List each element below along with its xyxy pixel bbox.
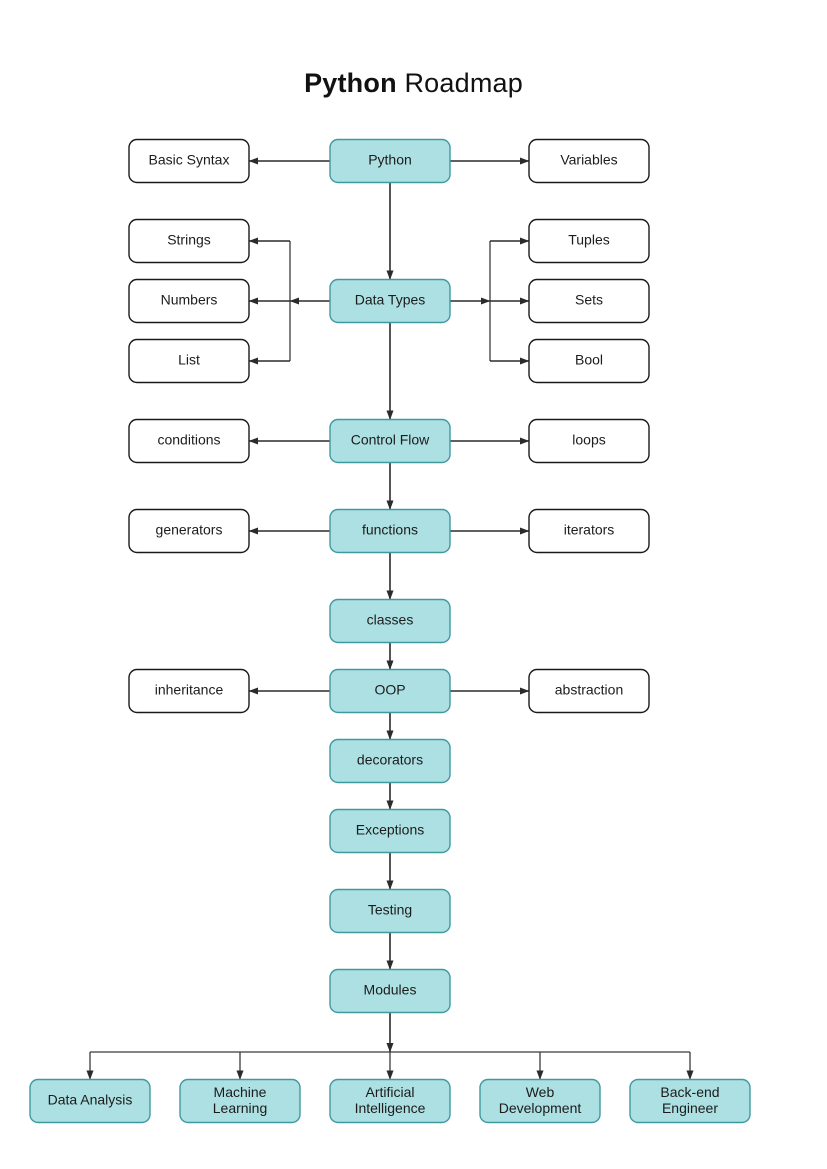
node-box[interactable] [329, 138, 451, 184]
node-box[interactable] [329, 738, 451, 784]
node-box[interactable] [479, 1078, 601, 1124]
node-box[interactable] [179, 1078, 301, 1124]
node-box[interactable] [528, 278, 650, 324]
node-label: loops [572, 432, 605, 448]
node-label: inheritance [155, 682, 224, 698]
node-data_types[interactable]: Data Types [329, 278, 451, 324]
node-tuples[interactable]: Tuples [528, 218, 650, 264]
node-generators[interactable]: generators [128, 508, 250, 554]
node-label: Strings [167, 232, 211, 248]
node-label: Exceptions [356, 822, 424, 838]
node-exceptions[interactable]: Exceptions [329, 808, 451, 854]
node-box[interactable] [528, 418, 650, 464]
node-inheritance[interactable]: inheritance [128, 668, 250, 714]
node-label: iterators [564, 522, 615, 538]
node-abstraction[interactable]: abstraction [528, 668, 650, 714]
node-label: functions [362, 522, 418, 538]
node-box[interactable] [128, 338, 250, 384]
node-box[interactable] [329, 808, 451, 854]
page-title: Python Roadmap [0, 68, 827, 99]
node-classes[interactable]: classes [329, 598, 451, 644]
node-decorators[interactable]: decorators [329, 738, 451, 784]
node-label: Variables [560, 152, 617, 168]
node-box[interactable] [329, 508, 451, 554]
node-box[interactable] [128, 218, 250, 264]
node-numbers[interactable]: Numbers [128, 278, 250, 324]
node-box[interactable] [528, 218, 650, 264]
node-box[interactable] [329, 418, 451, 464]
node-label: Bool [575, 352, 603, 368]
node-functions[interactable]: functions [329, 508, 451, 554]
node-label: Control Flow [351, 432, 430, 448]
node-box[interactable] [329, 968, 451, 1014]
node-box[interactable] [528, 508, 650, 554]
node-box[interactable] [128, 508, 250, 554]
node-label: classes [367, 612, 414, 628]
node-loops[interactable]: loops [528, 418, 650, 464]
node-box[interactable] [128, 138, 250, 184]
node-box[interactable] [329, 888, 451, 934]
node-list[interactable]: List [128, 338, 250, 384]
node-box[interactable] [329, 598, 451, 644]
node-modules[interactable]: Modules [329, 968, 451, 1014]
node-strings[interactable]: Strings [128, 218, 250, 264]
node-label: Data Types [355, 292, 426, 308]
node-python[interactable]: Python [329, 138, 451, 184]
node-label: conditions [157, 432, 220, 448]
node-conditions[interactable]: conditions [128, 418, 250, 464]
node-box[interactable] [29, 1078, 151, 1124]
node-label: Numbers [161, 292, 218, 308]
node-box[interactable] [329, 278, 451, 324]
node-box[interactable] [528, 138, 650, 184]
node-box[interactable] [528, 338, 650, 384]
node-label: OOP [374, 682, 405, 698]
node-box[interactable] [329, 668, 451, 714]
node-label: List [178, 352, 200, 368]
node-basic_syntax[interactable]: Basic Syntax [128, 138, 250, 184]
node-data_analysis[interactable]: Data Analysis [29, 1078, 151, 1124]
node-label: Modules [364, 982, 417, 998]
node-box[interactable] [128, 418, 250, 464]
node-box[interactable] [128, 278, 250, 324]
node-label: decorators [357, 752, 423, 768]
node-bool[interactable]: Bool [528, 338, 650, 384]
title-bold-part: Python [304, 68, 397, 98]
node-label: Tuples [568, 232, 610, 248]
title-rest-part: Roadmap [396, 68, 523, 98]
node-variables[interactable]: Variables [528, 138, 650, 184]
node-box[interactable] [329, 1078, 451, 1124]
node-box[interactable] [528, 668, 650, 714]
node-label: generators [156, 522, 223, 538]
node-oop[interactable]: OOP [329, 668, 451, 714]
node-testing[interactable]: Testing [329, 888, 451, 934]
node-label: Python [368, 152, 412, 168]
node-label: Basic Syntax [149, 152, 230, 168]
node-label: Sets [575, 292, 603, 308]
node-label: Testing [368, 902, 412, 918]
node-label: abstraction [555, 682, 623, 698]
node-box[interactable] [629, 1078, 751, 1124]
node-control_flow[interactable]: Control Flow [329, 418, 451, 464]
node-label: Data Analysis [48, 1092, 133, 1108]
node-iterators[interactable]: iterators [528, 508, 650, 554]
edge-layer [86, 157, 694, 1080]
node-sets[interactable]: Sets [528, 278, 650, 324]
node-box[interactable] [128, 668, 250, 714]
